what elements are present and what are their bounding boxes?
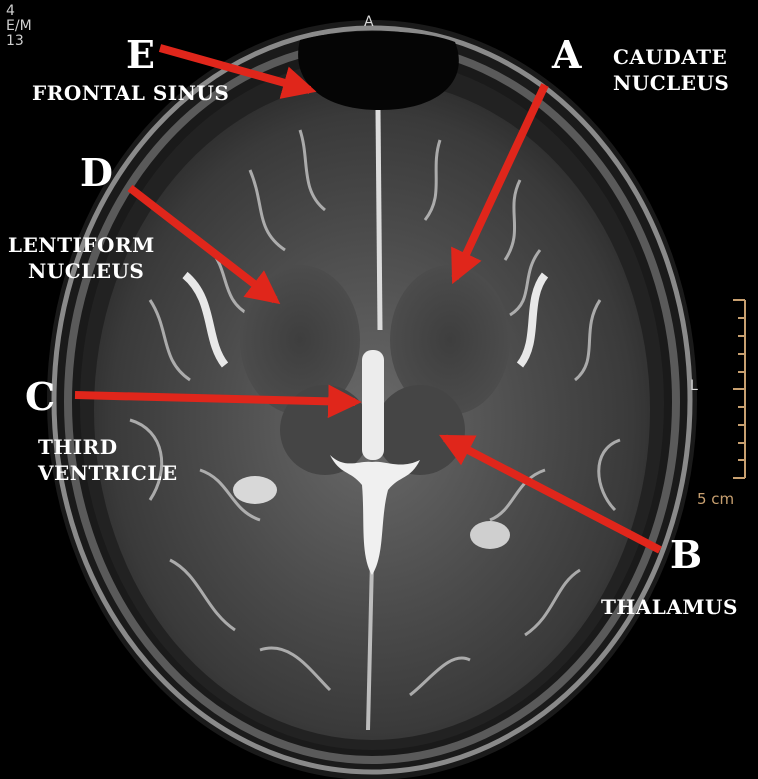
annotation-letter-e: E [126, 32, 155, 77]
annotation-label-third-ventricle: THIRD VENTRICLE [38, 434, 178, 486]
scale-bar-label: 5 cm [697, 490, 735, 508]
label-line: CAUDATE [613, 45, 728, 69]
arrow-e [158, 44, 317, 99]
label-line: VENTRICLE [38, 461, 178, 485]
annotation-label-thalamus: THALAMUS [601, 594, 738, 620]
annotation-label-caudate-nucleus: CAUDATE NUCLEUS [613, 44, 729, 96]
series-info-line: 4 [6, 3, 15, 19]
annotation-letter-c: C [25, 374, 56, 419]
arrow-b [439, 434, 662, 554]
arrow-c [74, 384, 362, 419]
annotation-letter-b: B [670, 532, 703, 577]
series-info-line: 13 [6, 33, 24, 49]
annotation-label-lentiform-nucleus: LENTIFORM NUCLEUS [8, 232, 155, 284]
label-line: THALAMUS [601, 595, 738, 619]
series-info: 4 E/M 13 [6, 4, 32, 49]
annotation-letter-d: D [80, 150, 113, 195]
label-line: FRONTAL SINUS [32, 81, 230, 105]
label-line: LENTIFORM [8, 233, 155, 257]
label-line: NUCLEUS [28, 259, 145, 283]
arrow-a [451, 83, 549, 285]
annotation-label-frontal-sinus: FRONTAL SINUS [32, 80, 229, 106]
series-info-line: E/M [6, 18, 32, 34]
label-line: NUCLEUS [613, 71, 730, 95]
annotation-arrows [74, 44, 662, 554]
label-line: THIRD [38, 435, 118, 459]
left-marker: L [690, 378, 698, 394]
arrow-d [127, 184, 281, 305]
anterior-marker: A [364, 14, 374, 30]
annotation-letter-a: A [552, 32, 582, 77]
scale-bar [733, 299, 746, 479]
